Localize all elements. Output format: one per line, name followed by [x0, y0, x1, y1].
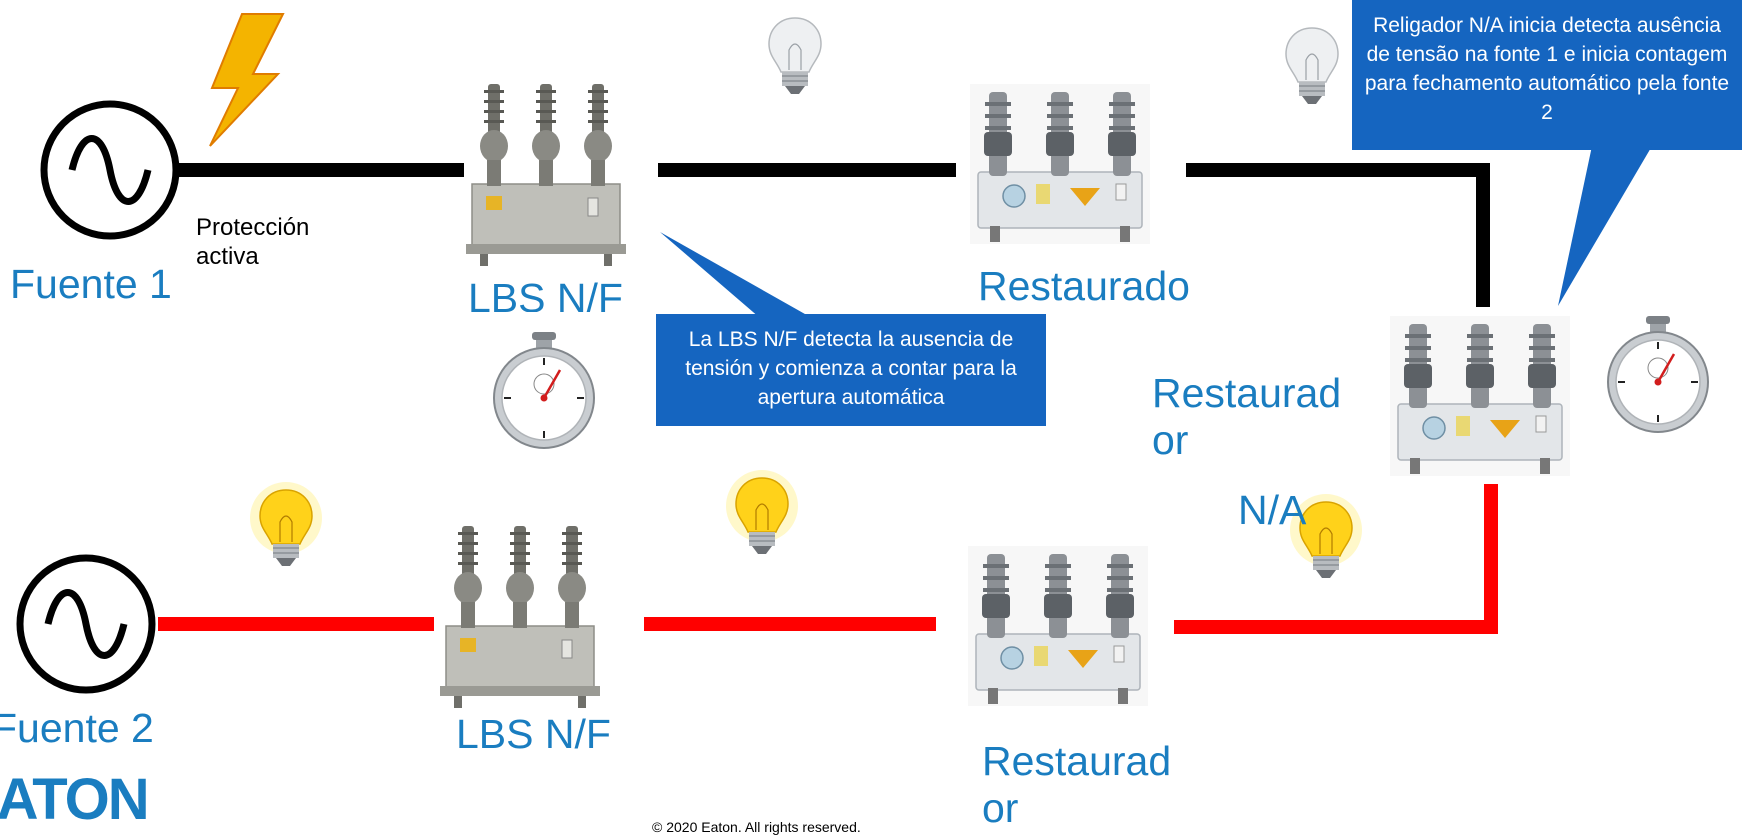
- line-source1-lbs: [178, 163, 464, 177]
- protection-label: Protección activa: [196, 214, 310, 270]
- recloser-tie-state: N/A: [1238, 487, 1307, 533]
- source-1-label: Fuente 1: [10, 261, 172, 307]
- copyright-text: © 2020 Eaton. All rights reserved.: [652, 819, 861, 835]
- lbs-top-icon: [465, 83, 627, 267]
- line-recloser-corner-2: [1174, 620, 1498, 634]
- stopwatch-icon: [492, 330, 596, 450]
- bulb-off-icon: [1285, 27, 1339, 105]
- energized-lines: [158, 484, 1498, 634]
- recloser-top-label: Restaurado: [978, 263, 1190, 309]
- bulb-off-icon: [768, 17, 822, 95]
- bulb-on-icon: [249, 481, 323, 567]
- source-2-label: Fuente 2: [0, 705, 154, 751]
- bulb-on-icon: [725, 469, 799, 555]
- recloser-bottom-label: Restaurador: [982, 738, 1172, 832]
- recloser-callout-text: Religador N/A inicia detecta ausência de…: [1364, 14, 1730, 124]
- lbs-bottom-icon: [439, 525, 601, 709]
- line-corner-tie-2: [1484, 484, 1498, 634]
- line-corner-tie: [1476, 163, 1490, 307]
- recloser-callout-shape: [1352, 0, 1742, 306]
- line-source2-lbs: [158, 617, 434, 631]
- stopwatch-icon: [1606, 314, 1710, 434]
- eaton-logo: EATON: [0, 767, 150, 832]
- deenergized-lines: [178, 163, 1490, 307]
- source-2-symbol: [16, 554, 156, 694]
- lbs-callout-shape: [656, 232, 1046, 426]
- lightning-icon: [209, 13, 285, 147]
- line-recloser-corner: [1186, 163, 1490, 177]
- line-lbs-recloser-2: [644, 617, 936, 631]
- recloser-tie-label: Restaurador: [1152, 370, 1342, 464]
- lbs-callout-text: La LBS N/F detecta la ausencia de tensió…: [685, 328, 1017, 409]
- lbs-bottom-label: LBS N/F: [456, 711, 611, 757]
- recloser-bottom-icon: [967, 545, 1149, 707]
- recloser-tie-icon: [1389, 315, 1571, 477]
- source-1-symbol: [40, 100, 180, 240]
- line-lbs-recloser: [658, 163, 956, 177]
- lbs-top-label: LBS N/F: [468, 278, 623, 312]
- recloser-top-icon: [969, 83, 1151, 245]
